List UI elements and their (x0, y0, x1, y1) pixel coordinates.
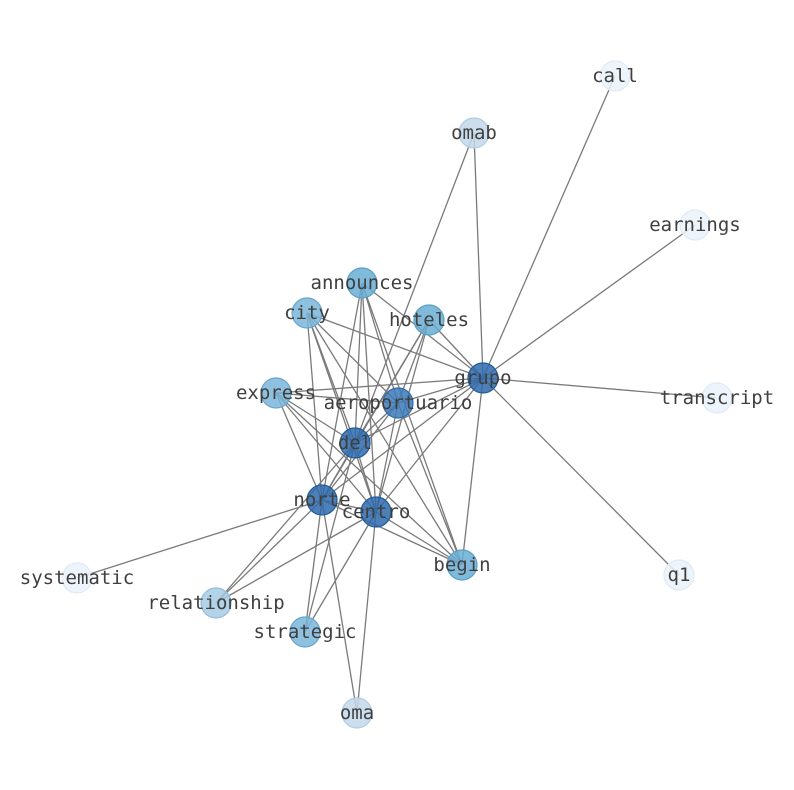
node-label-call: call (592, 65, 638, 87)
node-label-express: express (236, 382, 316, 404)
node-relationship[interactable] (200, 587, 232, 619)
edge-norte-oma (321, 499, 358, 714)
node-systematic[interactable] (61, 562, 93, 594)
labels-layer: call omab earnings announces city hoteles grup… (20, 65, 774, 724)
edge-grupo-transcript (482, 377, 718, 399)
node-label-begin: begin (433, 554, 490, 576)
edge-norte-begin (321, 499, 463, 566)
node-label-announces: announces (311, 272, 414, 294)
node-label-grupo: grupo (454, 367, 511, 389)
edge-city-begin (306, 312, 463, 566)
node-label-aeroportuario: aeroportuario (324, 392, 473, 414)
edge-del-relationship (215, 442, 356, 604)
edge-express-norte (275, 392, 323, 501)
edge-grupo-del (354, 377, 484, 444)
edge-centro-relationship (215, 511, 377, 604)
node-hoteles[interactable] (413, 304, 445, 336)
node-del[interactable] (339, 427, 371, 459)
node-label-systematic: systematic (20, 567, 134, 589)
node-label-relationship: relationship (147, 592, 284, 614)
edge-norte-relationship (215, 499, 323, 604)
node-strategic[interactable] (289, 616, 321, 648)
edge-announces-begin (361, 282, 463, 566)
node-grupo[interactable] (467, 362, 499, 394)
node-begin[interactable] (446, 549, 478, 581)
node-label-omab: omab (451, 122, 497, 144)
node-label-transcript: transcript (660, 387, 774, 409)
edge-express-aeroportuario (275, 392, 399, 404)
edge-announces-norte (321, 282, 363, 501)
edge-norte-systematic (76, 499, 323, 579)
node-aeroportuario[interactable] (382, 387, 414, 419)
edge-omab-del (354, 132, 475, 444)
node-express[interactable] (260, 377, 292, 409)
edge-grupo-earnings (482, 224, 696, 379)
node-label-earnings: earnings (649, 214, 741, 236)
node-label-city: city (284, 302, 330, 324)
node-label-strategic: strategic (254, 621, 357, 643)
node-label-oma: oma (340, 702, 374, 724)
node-q1[interactable] (663, 559, 695, 591)
edge-grupo-centro (375, 377, 484, 513)
node-centro[interactable] (360, 496, 392, 528)
edge-grupo-city (306, 312, 484, 379)
edge-centro-strategic (304, 511, 377, 633)
node-label-del: del (338, 432, 372, 454)
edge-grupo-q1 (482, 377, 680, 576)
node-norte[interactable] (306, 484, 338, 516)
node-label-hoteles: hoteles (389, 309, 469, 331)
node-earnings[interactable] (679, 209, 711, 241)
edge-city-norte (306, 312, 323, 501)
nodes-layer (61, 60, 733, 729)
edge-city-aeroportuario (306, 312, 399, 404)
node-label-q1: q1 (668, 564, 691, 586)
node-oma[interactable] (341, 697, 373, 729)
edge-grupo-begin (461, 377, 484, 566)
node-omab[interactable] (458, 117, 490, 149)
edge-announces-del (354, 282, 363, 444)
edge-norte-strategic (304, 499, 323, 633)
edge-aeroportuario-begin (397, 402, 463, 566)
edge-grupo-omab (473, 132, 484, 379)
edge-grupo-call (482, 75, 616, 379)
node-transcript[interactable] (701, 382, 733, 414)
edge-city-centro (306, 312, 377, 513)
edge-centro-oma (356, 511, 377, 714)
node-label-norte: norte (293, 489, 350, 511)
node-announces[interactable] (346, 267, 378, 299)
edge-announces-centro (361, 282, 377, 513)
node-call[interactable] (599, 60, 631, 92)
edge-centro-begin (375, 511, 463, 566)
node-label-centro: centro (342, 501, 411, 523)
edge-express-centro (275, 392, 377, 513)
node-city[interactable] (291, 297, 323, 329)
edge-aeroportuario-centro (375, 402, 399, 513)
edge-express-begin (275, 392, 463, 566)
